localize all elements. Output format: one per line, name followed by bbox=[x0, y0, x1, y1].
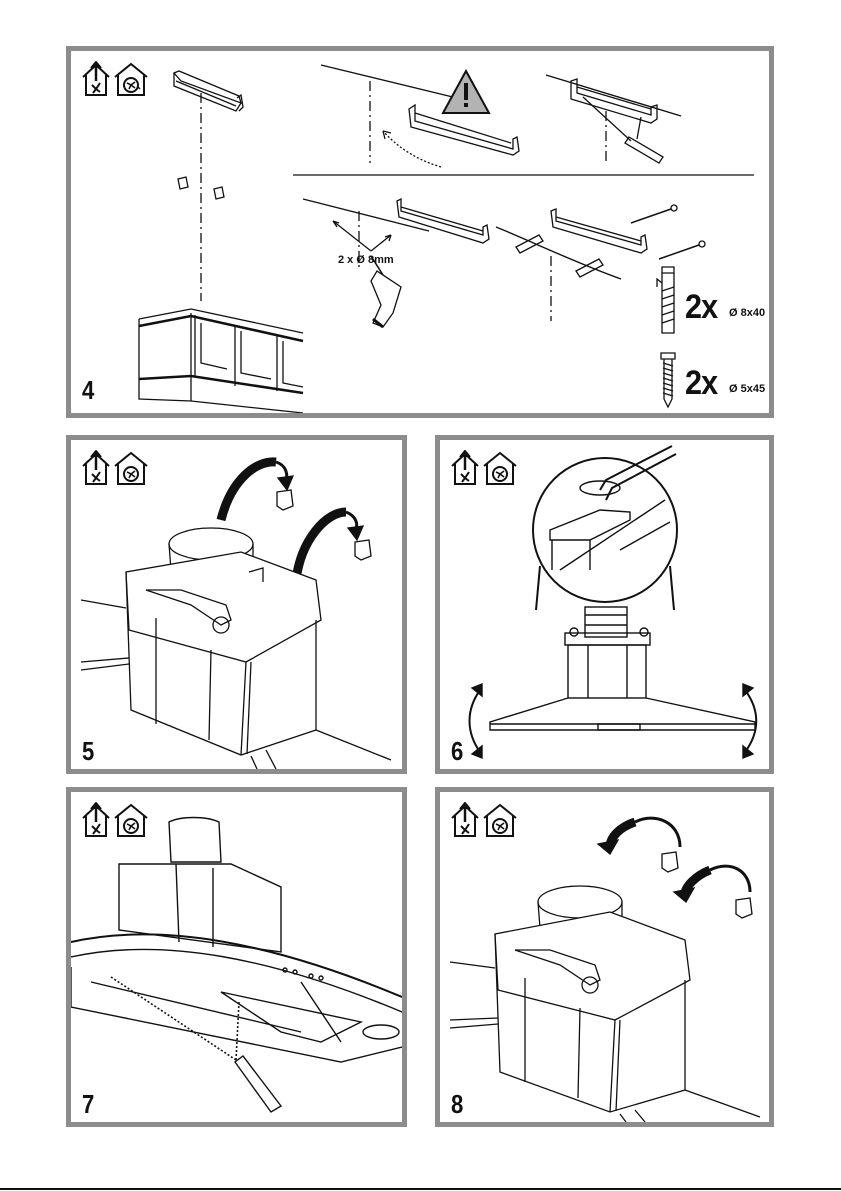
screw-quantity: 2x bbox=[685, 364, 718, 402]
step-6-illustration bbox=[468, 445, 758, 760]
wall-line bbox=[320, 64, 462, 100]
page-bottom-rule bbox=[0, 1188, 841, 1190]
cooker-hood bbox=[71, 816, 402, 1063]
dotted-arrow bbox=[382, 130, 442, 168]
drill-icon bbox=[370, 255, 402, 329]
curved-arrow bbox=[216, 457, 277, 522]
mode-icons bbox=[82, 802, 148, 837]
house-fan-recirculate-icon bbox=[114, 62, 148, 96]
warning-mark: ! bbox=[462, 80, 469, 103]
rotate-arrow bbox=[468, 689, 481, 753]
house-fan-arrow-up-icon bbox=[82, 450, 110, 485]
mounting-bracket bbox=[396, 197, 490, 244]
rotate-arrow bbox=[744, 689, 758, 753]
detail-magnifier bbox=[532, 457, 678, 603]
step-6-panel: 6 bbox=[435, 435, 774, 774]
pencil-icon bbox=[234, 1055, 283, 1113]
screw bbox=[658, 244, 700, 260]
step-5-panel: 5 bbox=[66, 435, 407, 774]
wall-cabinet bbox=[138, 308, 304, 413]
wall-plug bbox=[575, 258, 604, 278]
dotted-guide bbox=[110, 976, 240, 1061]
motor-housing bbox=[125, 527, 322, 756]
clip bbox=[354, 539, 372, 561]
screw bbox=[630, 208, 672, 224]
pencil-icon bbox=[624, 136, 664, 164]
curved-arrow bbox=[291, 507, 347, 581]
wall-plug bbox=[515, 234, 544, 254]
warning-triangle-icon bbox=[441, 68, 491, 114]
house-fan-arrow-up-icon bbox=[451, 450, 479, 485]
mode-icons bbox=[451, 450, 517, 485]
clip bbox=[213, 186, 225, 200]
drill-size-label: 2 x Ø 8mm bbox=[338, 254, 394, 266]
mounting-bracket bbox=[550, 208, 648, 254]
house-fan-recirculate-icon bbox=[483, 451, 517, 485]
house-fan-arrow-up-icon bbox=[451, 802, 479, 837]
step-number: 8 bbox=[451, 1089, 464, 1119]
motor-housing bbox=[494, 885, 691, 1113]
mounting-bracket bbox=[172, 70, 244, 112]
mounting-bracket bbox=[408, 103, 520, 156]
house-fan-arrow-up-icon bbox=[82, 61, 110, 96]
screw-spec: Ø 5x45 bbox=[729, 383, 766, 395]
mode-icons bbox=[451, 802, 517, 837]
allen-key-icon bbox=[599, 445, 677, 501]
step-number: 7 bbox=[82, 1089, 95, 1119]
mounting-bracket bbox=[570, 78, 658, 124]
clip bbox=[661, 851, 679, 873]
clip bbox=[177, 176, 189, 190]
step-number: 6 bbox=[451, 736, 464, 766]
step-8-illustration bbox=[449, 816, 761, 1122]
step-number: 4 bbox=[82, 375, 95, 405]
house-fan-recirculate-icon bbox=[114, 451, 148, 485]
step-4-illustration bbox=[138, 64, 754, 413]
step-8-panel: 8 bbox=[435, 787, 774, 1127]
step-7-panel: 7 bbox=[66, 787, 407, 1127]
step-number: 5 bbox=[82, 736, 95, 766]
step-5-illustration bbox=[80, 457, 392, 769]
step-7-illustration bbox=[71, 816, 402, 1113]
wall-plug-quantity: 2x bbox=[685, 288, 718, 326]
house-fan-arrow-up-icon bbox=[82, 802, 110, 837]
clip bbox=[276, 489, 294, 511]
house-fan-recirculate-icon bbox=[483, 803, 517, 837]
step-4-panel: 2 x Ø 8mm 2x Ø 8x40 2x Ø 5x45 4 bbox=[66, 46, 774, 418]
wall-plug-icon bbox=[656, 266, 675, 334]
mode-icons bbox=[82, 450, 148, 485]
cooker-hood bbox=[489, 606, 756, 731]
mode-icons bbox=[82, 61, 148, 96]
clip bbox=[735, 897, 753, 919]
screw-icon bbox=[660, 352, 676, 409]
wall-plug-spec: Ø 8x40 bbox=[729, 307, 766, 319]
house-fan-recirculate-icon bbox=[114, 803, 148, 837]
